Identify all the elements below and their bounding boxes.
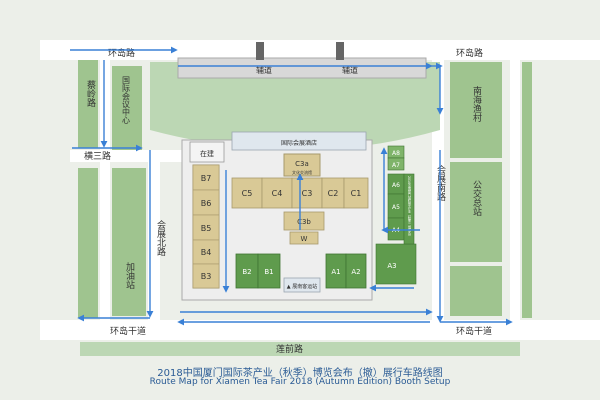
- caption-en1: Route Map for Xiamen Tea Fair 2018 (Autu…: [149, 377, 451, 387]
- label-bottom-center: 莲前路: [276, 343, 303, 355]
- hall-A1-label: A1: [331, 268, 340, 276]
- block-conference: [112, 66, 142, 150]
- service-road: [177, 57, 427, 79]
- hall-C5-label: C5: [242, 189, 253, 198]
- hall-A3: [375, 243, 417, 285]
- hall-A6-label: A6: [392, 182, 400, 189]
- hall-C3b-label: C3b: [297, 218, 311, 226]
- under-construction-block: [189, 141, 225, 163]
- hotel-label: 国际会展酒店: [281, 139, 317, 147]
- road-left: [100, 60, 110, 330]
- route-lines: [70, 46, 513, 326]
- label-bus-station: 公交总站: [471, 180, 482, 217]
- label-road-left-vertical: 蔡岭路: [85, 79, 96, 108]
- label-service-right: 辅道: [342, 65, 358, 75]
- road-top: [40, 40, 600, 60]
- road-inner-left: [148, 150, 160, 320]
- hall-C1-label: C1: [351, 189, 362, 198]
- block-bus: [450, 162, 502, 262]
- hall-C-row: C5 C4 C3 C2 C1: [231, 177, 369, 209]
- service-pillar-left: [256, 42, 264, 60]
- label-conference-center: 国际会议中心: [122, 76, 131, 124]
- hall-B7-label: B7: [201, 174, 212, 183]
- hall-A7: [387, 157, 405, 171]
- hall-B5: [192, 214, 220, 241]
- hall-C4-label: C4: [272, 189, 283, 198]
- hall-A3-label: A3: [387, 262, 396, 270]
- label-fishing-village: 南海渔村: [471, 85, 482, 122]
- label-bottom-left: 环岛干道: [110, 325, 146, 337]
- central-plaza: [150, 62, 440, 150]
- hall-B4-label: B4: [201, 248, 212, 257]
- road-right: [510, 60, 520, 330]
- hall-C5: [231, 177, 263, 209]
- hall-B6: [192, 189, 220, 216]
- wharf-label: ▲ 展南客运站: [287, 283, 317, 290]
- hall-B6-label: B6: [201, 199, 212, 208]
- hall-A7-label: A7: [392, 162, 400, 169]
- hall-W: [289, 231, 319, 245]
- service-pillar-right: [336, 42, 344, 60]
- label-road-left-middle: 横三路: [84, 150, 111, 162]
- hall-B2-label: B2: [242, 268, 251, 276]
- hall-A-strip: [403, 173, 415, 245]
- hall-C3-label: C3: [302, 189, 313, 198]
- hall-A2-label: A2: [351, 268, 360, 276]
- block-top-left: [78, 60, 98, 148]
- hall-C3a-label: C3a: [295, 160, 309, 168]
- label-road-top-right: 环岛路: [456, 47, 483, 59]
- block-right-strip: [522, 62, 532, 318]
- hall-B1: [257, 253, 281, 289]
- caption-zh: 2018中国厦门国际茶产业（秋季）博览会布（撤）展行车路线图: [157, 368, 443, 379]
- hall-W-label: W: [301, 235, 308, 243]
- hall-B1-label: B1: [264, 268, 273, 276]
- label-road-top: 环岛路: [108, 47, 135, 59]
- block-left-strip: [78, 168, 98, 318]
- under-construction-label: 在建: [200, 149, 214, 158]
- hall-C3a-sub: 文化交流馆: [292, 169, 312, 175]
- label-bottom-right: 环岛干道: [456, 325, 492, 337]
- hall-B3-label: B3: [201, 272, 212, 281]
- hall-C2-label: C2: [328, 189, 339, 198]
- hall-A5-label: A5: [392, 204, 400, 211]
- block-right-bottom: [450, 266, 502, 316]
- hall-B3: [192, 263, 220, 289]
- hall-B5-label: B5: [201, 224, 212, 233]
- hall-B7: [192, 164, 220, 191]
- hotel-strip: [231, 131, 367, 151]
- hall-B-labels: B7 B6 B5 B4 B3: [192, 164, 220, 289]
- hall-A-column: A8 A7 A6 A5 A4 A3 2018中国厦门国际茶产业（秋季）博览会: [375, 145, 417, 285]
- hall-C1: [343, 177, 369, 209]
- hall-A-vertical-label: 2018中国厦门国际茶产业（秋季）博览会: [407, 176, 411, 236]
- label-service-left: 辅道: [256, 65, 272, 75]
- hall-A8-label: A8: [392, 150, 400, 157]
- hall-C3b: [283, 211, 325, 231]
- block-gas: [112, 168, 146, 316]
- hall-C3: [291, 177, 323, 209]
- label-exhibition-north: 会展北路: [155, 219, 166, 257]
- block-bottom: [80, 342, 520, 356]
- block-fishing: [450, 62, 502, 158]
- label-gas-station: 加油站: [124, 262, 135, 290]
- hall-C4: [261, 177, 293, 209]
- hall-B4: [192, 239, 220, 265]
- hall-A2: [345, 253, 367, 289]
- wharf-block: [283, 277, 321, 293]
